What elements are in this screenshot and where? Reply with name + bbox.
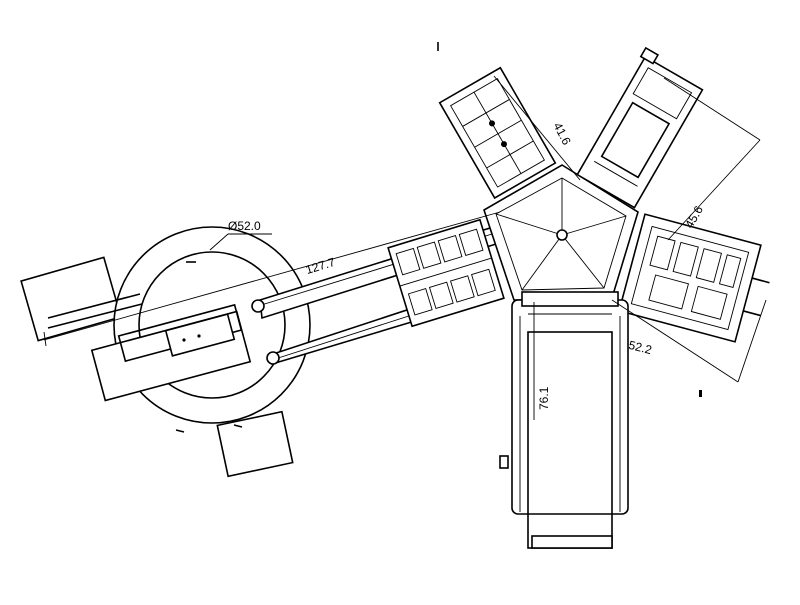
- arm-pivot-lower: [266, 351, 280, 365]
- rotary-table-assembly: [20, 226, 311, 478]
- station-top-right: [576, 46, 704, 209]
- station-top-left: [438, 66, 557, 200]
- arm-pivot-upper: [251, 299, 265, 313]
- dim-arm-length: 127.7: [304, 255, 337, 277]
- hub-center: [556, 229, 568, 241]
- dim-right: 52.2: [627, 338, 653, 357]
- dim-diameter: Ø52.0: [228, 219, 261, 233]
- station-right: [618, 213, 770, 343]
- dim-bottom: 76.1: [537, 386, 551, 410]
- dim-top-left: 41.6: [550, 120, 573, 147]
- dimension-lines: [43, 75, 767, 420]
- gripper-block: [387, 218, 505, 328]
- bottom-feeder-box: [216, 410, 294, 478]
- connecting-arm: [251, 218, 505, 366]
- mark-right: [699, 390, 702, 397]
- rotary-disc-inner: [138, 251, 286, 399]
- bottom-conveyor: [499, 291, 629, 549]
- left-feeder-box: [20, 256, 122, 342]
- central-hub: [483, 164, 639, 301]
- dim-top-right: 45.6: [682, 203, 706, 231]
